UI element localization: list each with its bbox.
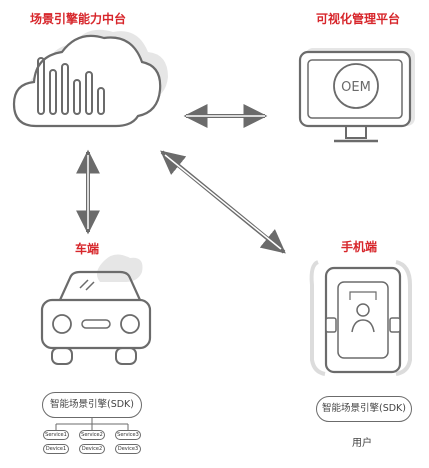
phone-sdk-pill: 智能场景引擎(SDK) — [316, 396, 412, 422]
phone-icon — [309, 260, 412, 376]
car-sdk-pill: 智能场景引擎(SDK) — [42, 392, 142, 418]
platform-label: 场景引擎能力中台 — [30, 12, 127, 26]
cloud-icon — [12, 29, 168, 128]
oem-text: OEM — [341, 80, 371, 95]
sdk-tree-lines — [55, 418, 129, 430]
device-box: Device3 — [115, 444, 141, 454]
car-label: 车端 — [75, 242, 100, 256]
device-box: Device1 — [43, 444, 69, 454]
visualization-label: 可视化管理平台 — [316, 12, 401, 26]
device-box: Device2 — [79, 444, 105, 454]
service-box: Service3 — [115, 430, 141, 440]
service-box: Service2 — [79, 430, 105, 440]
car-icon — [40, 254, 152, 365]
service-box: Service1 — [43, 430, 69, 440]
user-label: 用户 — [352, 438, 372, 449]
phone-label: 手机端 — [341, 240, 378, 254]
monitor-icon — [298, 48, 415, 143]
